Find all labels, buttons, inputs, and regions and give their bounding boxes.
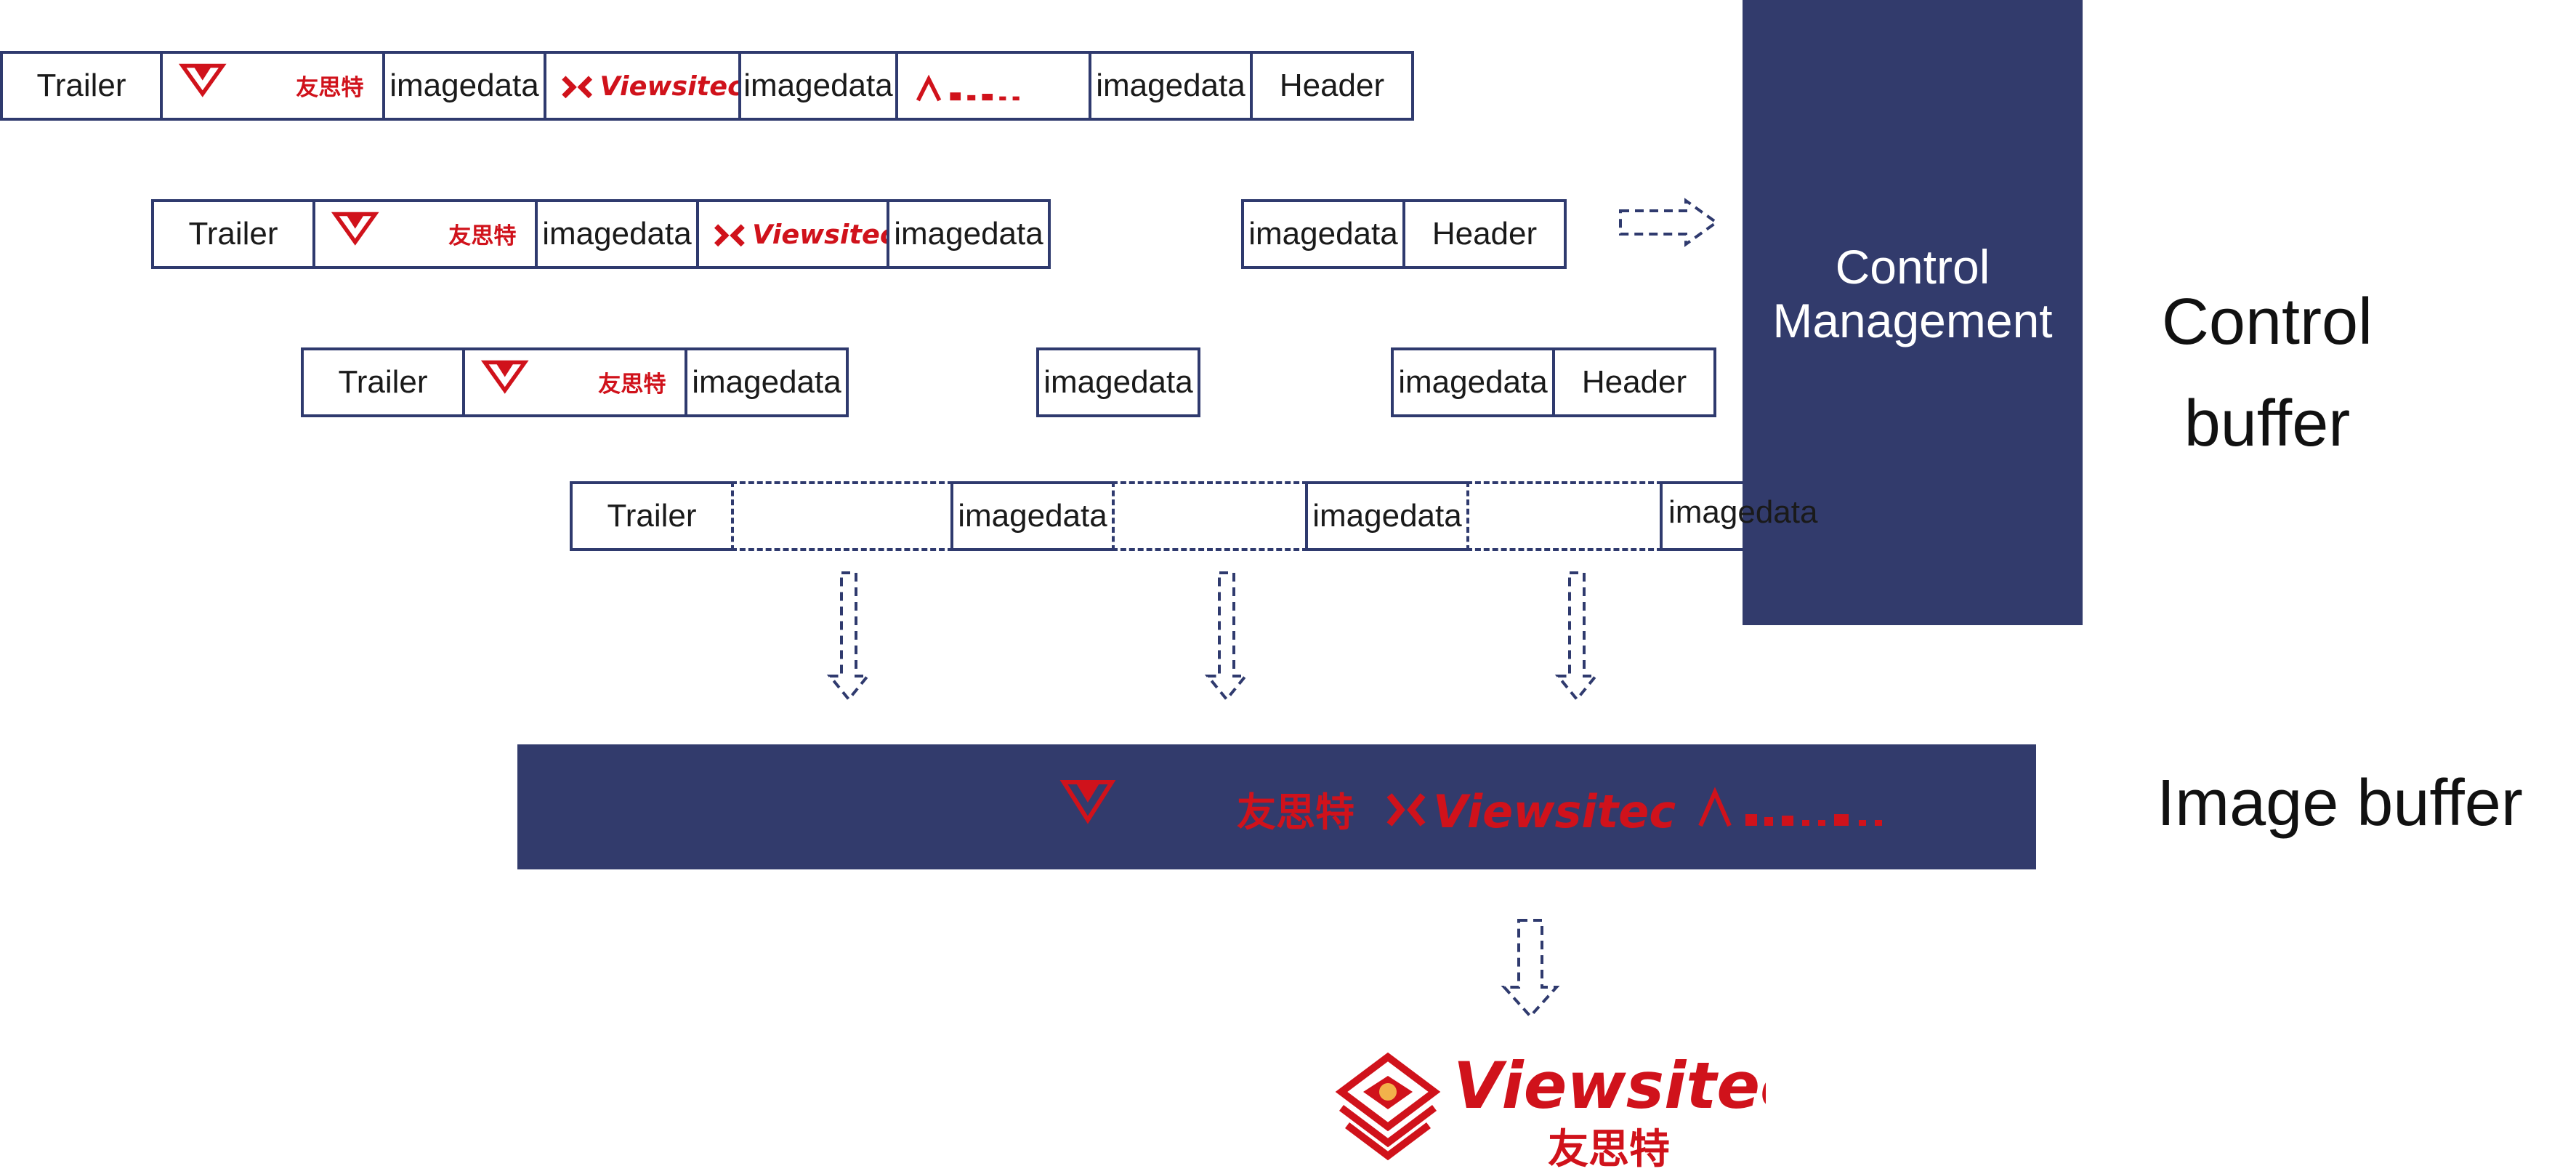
imagedata-label: imagedata	[389, 68, 539, 103]
down-arrow-icon	[1501, 919, 1560, 1018]
trailer-cell: Trailer	[0, 51, 163, 121]
imagedata-cell: imagedata	[887, 199, 1051, 269]
imagedata-label: imagedata	[1398, 364, 1548, 400]
trailer-label: Trailer	[188, 216, 278, 252]
imagedata-overflow-label: imagedata	[1668, 494, 1818, 530]
imagedata-label: imagedata	[1096, 68, 1245, 103]
imagedata-cell: imagedata	[382, 51, 546, 121]
header-cell: Header	[1552, 347, 1716, 417]
trailer-label: Trailer	[36, 68, 126, 103]
right-arrow-icon	[1619, 198, 1719, 247]
header-cell: Header	[1402, 199, 1567, 269]
trailer-label: Trailer	[338, 364, 428, 400]
final-brand-en: Viewsitec	[1453, 1048, 1766, 1123]
control-buffer-label-1: Control	[2161, 286, 2373, 358]
empty-slot-cell	[731, 481, 953, 551]
image-buffer-brand-cn: 友思特	[1237, 789, 1354, 835]
brand-en-text: Viewsitec	[599, 71, 738, 102]
imagedata-cell: imagedata	[685, 347, 849, 417]
header-label: Header	[1279, 68, 1385, 103]
imagedata-label: imagedata	[1248, 216, 1398, 252]
imagedata-label: imagedata	[743, 68, 893, 103]
header-cell: Header	[1250, 51, 1414, 121]
control-management-panel: Control Management	[1743, 0, 2083, 625]
viewsitec-v-logo-icon: 友思特	[480, 360, 666, 398]
partial-logo-cell	[895, 51, 1091, 121]
empty-slot-cell	[1112, 481, 1308, 551]
control-management-line1: Control	[1835, 240, 1990, 294]
imagedata-cell: imagedata	[1036, 347, 1200, 417]
imagedata-label: imagedata	[542, 216, 692, 252]
trailer-cell: Trailer	[301, 347, 465, 417]
trailer-cell: Trailer	[570, 481, 734, 551]
empty-slot-cell	[1466, 481, 1663, 551]
imagedata-label: imagedata	[692, 364, 841, 400]
down-arrow-icon	[1554, 571, 1599, 702]
viewsitec-wordmark-icon: Viewsitec	[562, 71, 738, 102]
brand-cn-text: 友思特	[598, 371, 666, 398]
viewsitec-v-logo-cell: 友思特	[462, 347, 687, 417]
imagedata-cell: imagedata	[950, 481, 1115, 551]
header-label: Header	[1581, 364, 1687, 400]
viewsitec-v-logo-cell: 友思特	[160, 51, 385, 121]
viewsitec-wordmark-cell: Viewsitec	[544, 51, 741, 121]
control-management-line2: Management	[1772, 294, 2053, 347]
imagedata-label: imagedata	[1312, 498, 1462, 534]
image-buffer-bar: 友思特 Viewsitec	[517, 744, 2036, 869]
partial-logo-icon	[916, 74, 1020, 102]
viewsitec-v-logo-icon: 友思特	[331, 212, 517, 249]
final-brand-cn: 友思特	[1548, 1126, 1670, 1170]
image-buffer-brand-en: Viewsitec	[1433, 785, 1676, 838]
imagedata-cell: imagedata	[738, 51, 898, 121]
viewsitec-wordmark-cell: Viewsitec	[696, 199, 889, 269]
viewsitec-emblem-icon: Viewsitec 友思特	[1335, 1048, 1798, 1173]
control-buffer-label-2: buffer	[2184, 387, 2351, 460]
image-buffer-label: Image buffer	[2157, 767, 2523, 840]
image-buffer-logos-icon: 友思特 Viewsitec	[1059, 780, 1882, 838]
down-arrow-icon	[1204, 571, 1249, 702]
imagedata-label: imagedata	[894, 216, 1043, 252]
trailer-label: Trailer	[607, 498, 697, 534]
imagedata-cell: imagedata	[535, 199, 699, 269]
brand-en-text: Viewsitec	[752, 219, 887, 250]
header-label: Header	[1432, 216, 1538, 252]
imagedata-label: imagedata	[958, 498, 1107, 534]
brand-cn-text: 友思特	[296, 75, 363, 101]
brand-cn-text: 友思特	[448, 223, 516, 249]
viewsitec-v-logo-cell: 友思特	[312, 199, 538, 269]
imagedata-cell: imagedata	[1241, 199, 1405, 269]
viewsitec-final-logo: Viewsitec 友思特	[1330, 1047, 1798, 1173]
down-arrow-icon	[826, 571, 871, 702]
imagedata-cell: imagedata	[1305, 481, 1469, 551]
control-management-label: Control Management	[1743, 240, 2083, 347]
imagedata-label: imagedata	[1043, 364, 1193, 400]
viewsitec-wordmark-icon: Viewsitec	[714, 219, 887, 250]
viewsitec-v-logo-icon: 友思特	[178, 63, 364, 101]
trailer-cell: Trailer	[151, 199, 315, 269]
imagedata-cell: imagedata	[1089, 51, 1253, 121]
